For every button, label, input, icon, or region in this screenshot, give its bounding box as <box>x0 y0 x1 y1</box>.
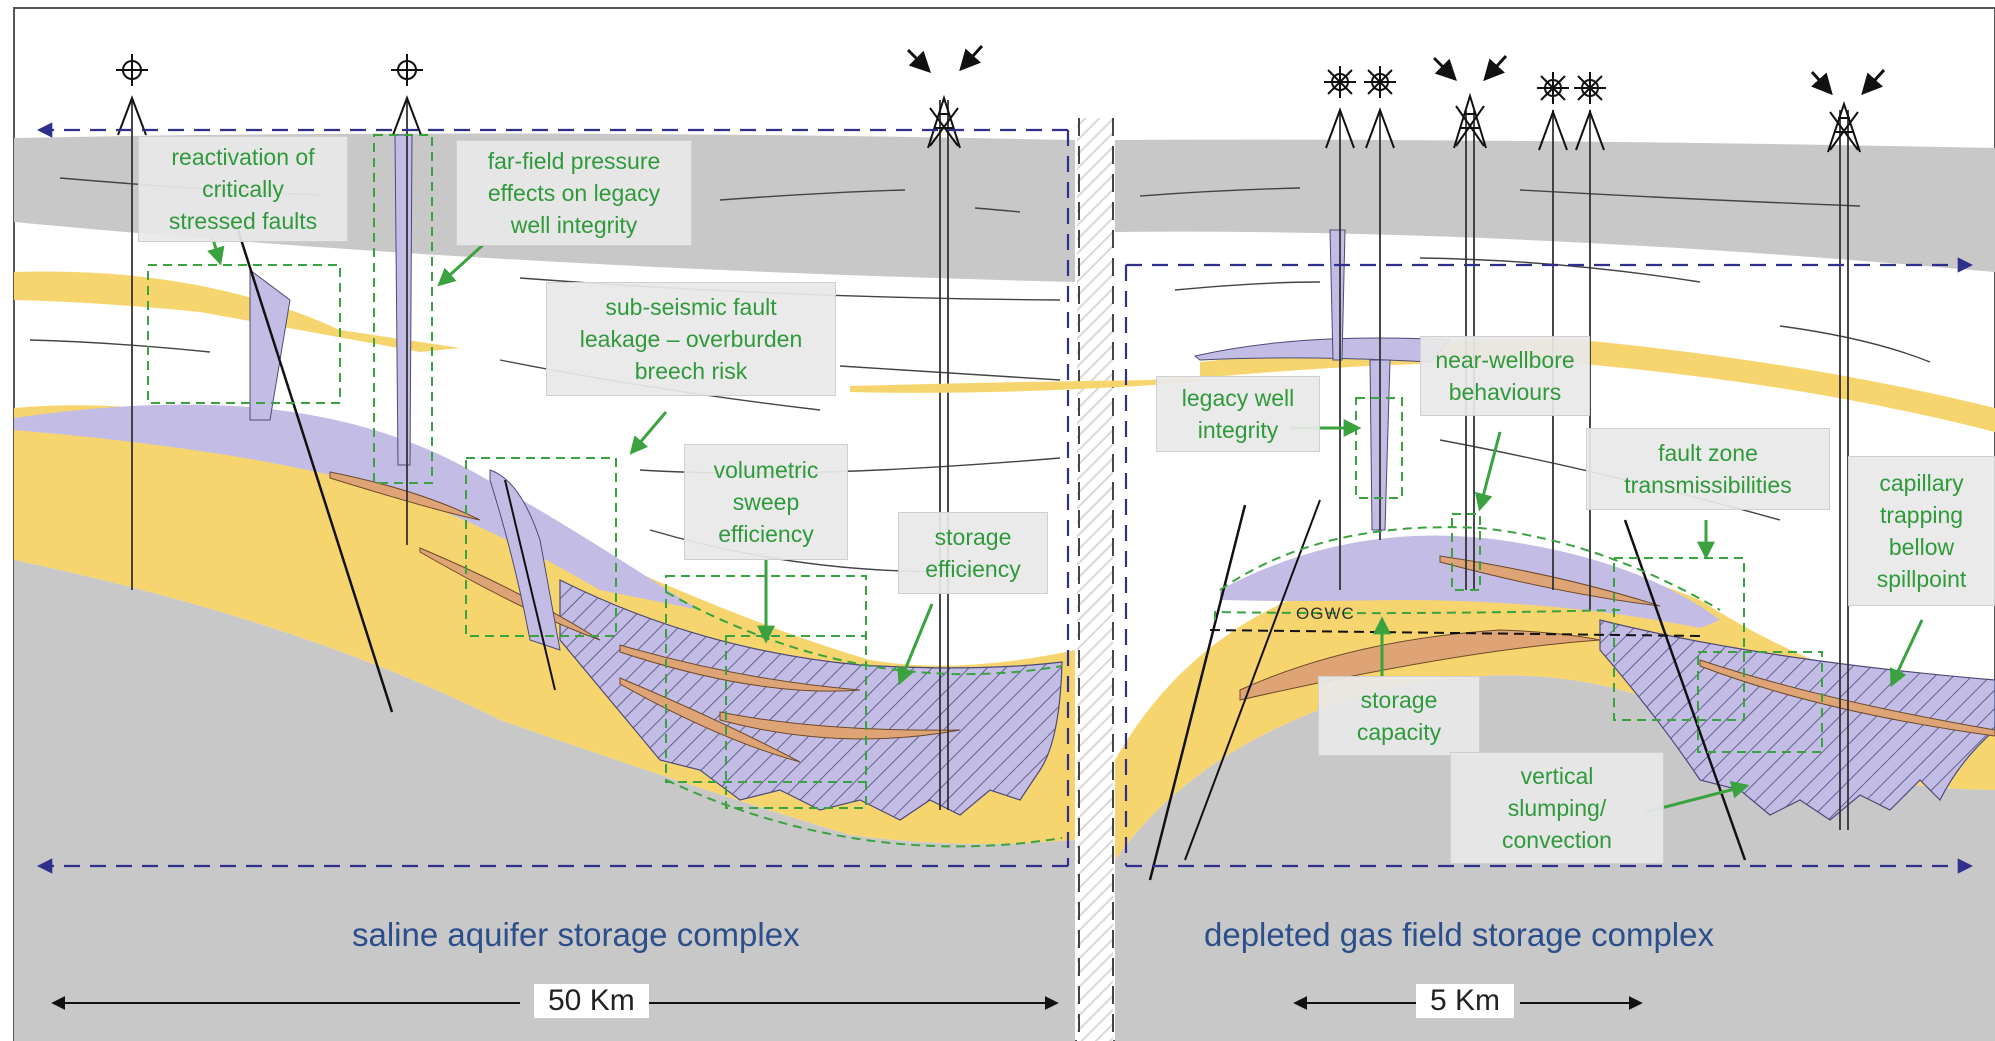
injection-arrows-icon <box>927 94 961 149</box>
legacy-well-plume <box>1329 229 1346 361</box>
fault-line <box>1184 499 1321 861</box>
fault-leakage-plume <box>249 269 291 421</box>
fault-line <box>1623 519 1747 861</box>
focus-box <box>1355 397 1403 499</box>
callout-text: far-field pressure effects on legacy wel… <box>487 148 661 238</box>
callout-sub-seismic-leakage: sub-seismic fault leakage – overburden b… <box>546 282 836 396</box>
callout-vertical-slumping: vertical slumping/ convection <box>1450 752 1664 864</box>
focus-box <box>1697 651 1823 753</box>
callout-text: reactivation of critically stressed faul… <box>168 144 318 234</box>
sand-lens <box>1699 659 1995 737</box>
star-well-icon <box>1364 66 1396 149</box>
scale-bar-label-right: 5 Km <box>1416 984 1515 1018</box>
callout-reactivation-faults: reactivation of critically stressed faul… <box>138 136 348 242</box>
sand-lens <box>619 677 801 763</box>
callout-text: volumetric sweep efficiency <box>713 457 819 547</box>
storage-complex-extents <box>36 122 1974 874</box>
region-label-depleted: depleted gas field storage complex <box>1204 916 1714 953</box>
saline-aquifer-section <box>14 100 1075 1041</box>
callout-text: capillary trapping bellow spillpoint <box>1876 470 1967 592</box>
sand-lens <box>1239 629 1601 701</box>
focus-boxes <box>147 134 1823 848</box>
callout-text: storage capacity <box>1356 687 1442 745</box>
sand-lens <box>619 644 861 692</box>
focus-box <box>373 134 433 484</box>
contact-label: OGWC <box>1296 604 1355 623</box>
crosshair-well-icon <box>116 54 148 136</box>
sand-lens <box>329 471 481 521</box>
callout-fault-zone: fault zone transmissibilities <box>1586 428 1830 510</box>
callout-text: near-wellbore behaviours <box>1435 347 1575 405</box>
callout-capillary-trapping: capillary trapping bellow spillpoint <box>1848 456 1995 606</box>
callout-volumetric-sweep: volumetric sweep efficiency <box>684 444 848 560</box>
reservoir-layer <box>1115 560 1995 860</box>
injection-arrows-icon <box>1827 100 1861 153</box>
well-head-icons <box>116 54 1861 153</box>
star-well-icon <box>1574 72 1606 151</box>
injection-arrows <box>906 44 1886 96</box>
callout-legacy-well-integrity: legacy well integrity <box>1156 376 1320 452</box>
lower-basement-layer <box>14 560 1075 1041</box>
sand-lens <box>719 711 961 740</box>
callout-text: storage efficiency <box>925 524 1021 582</box>
callout-text: fault zone transmissibilities <box>1624 440 1792 498</box>
fault-line <box>236 229 394 713</box>
co2-plume-hatched <box>1599 619 1995 821</box>
gas-cap-plume <box>1220 535 1720 628</box>
callout-text: legacy well integrity <box>1181 385 1295 443</box>
upper-overburden-layer <box>1115 139 1995 272</box>
focus-box <box>1613 557 1745 721</box>
star-well-icon <box>1324 66 1356 149</box>
focus-box <box>465 457 617 637</box>
region-label-saline: saline aquifer storage complex <box>352 916 800 953</box>
co2-plume-cap <box>14 404 700 610</box>
co2-plume-hatched <box>559 579 1063 821</box>
callout-near-wellbore: near-wellbore behaviours <box>1420 336 1590 416</box>
star-well-icon <box>1537 72 1569 151</box>
thin-sand-layer <box>1200 338 1995 432</box>
callout-text: sub-seismic fault leakage – overburden b… <box>579 294 803 384</box>
callout-storage-capacity: storage capacity <box>1318 676 1480 756</box>
callout-text: vertical slumping/ convection <box>1502 763 1612 853</box>
injection-arrows-icon <box>1453 92 1487 149</box>
scale-bar-label-left: 50 Km <box>534 984 649 1018</box>
legacy-well-plume <box>394 134 413 466</box>
sand-lens <box>1439 555 1661 607</box>
fault-line <box>1148 504 1247 881</box>
fault-line <box>504 479 556 691</box>
focus-box <box>725 635 867 809</box>
callout-far-field-pressure: far-field pressure effects on legacy wel… <box>456 140 692 246</box>
callout-storage-efficiency: storage efficiency <box>898 512 1048 594</box>
thin-sand-layer <box>14 271 460 352</box>
focus-box <box>147 264 341 404</box>
gas-water-contact <box>1209 629 1701 637</box>
thin-sand-layer <box>850 376 1200 393</box>
crosshair-well-icon <box>391 54 423 136</box>
section-break <box>1077 118 1113 1041</box>
focus-box <box>1451 513 1481 591</box>
